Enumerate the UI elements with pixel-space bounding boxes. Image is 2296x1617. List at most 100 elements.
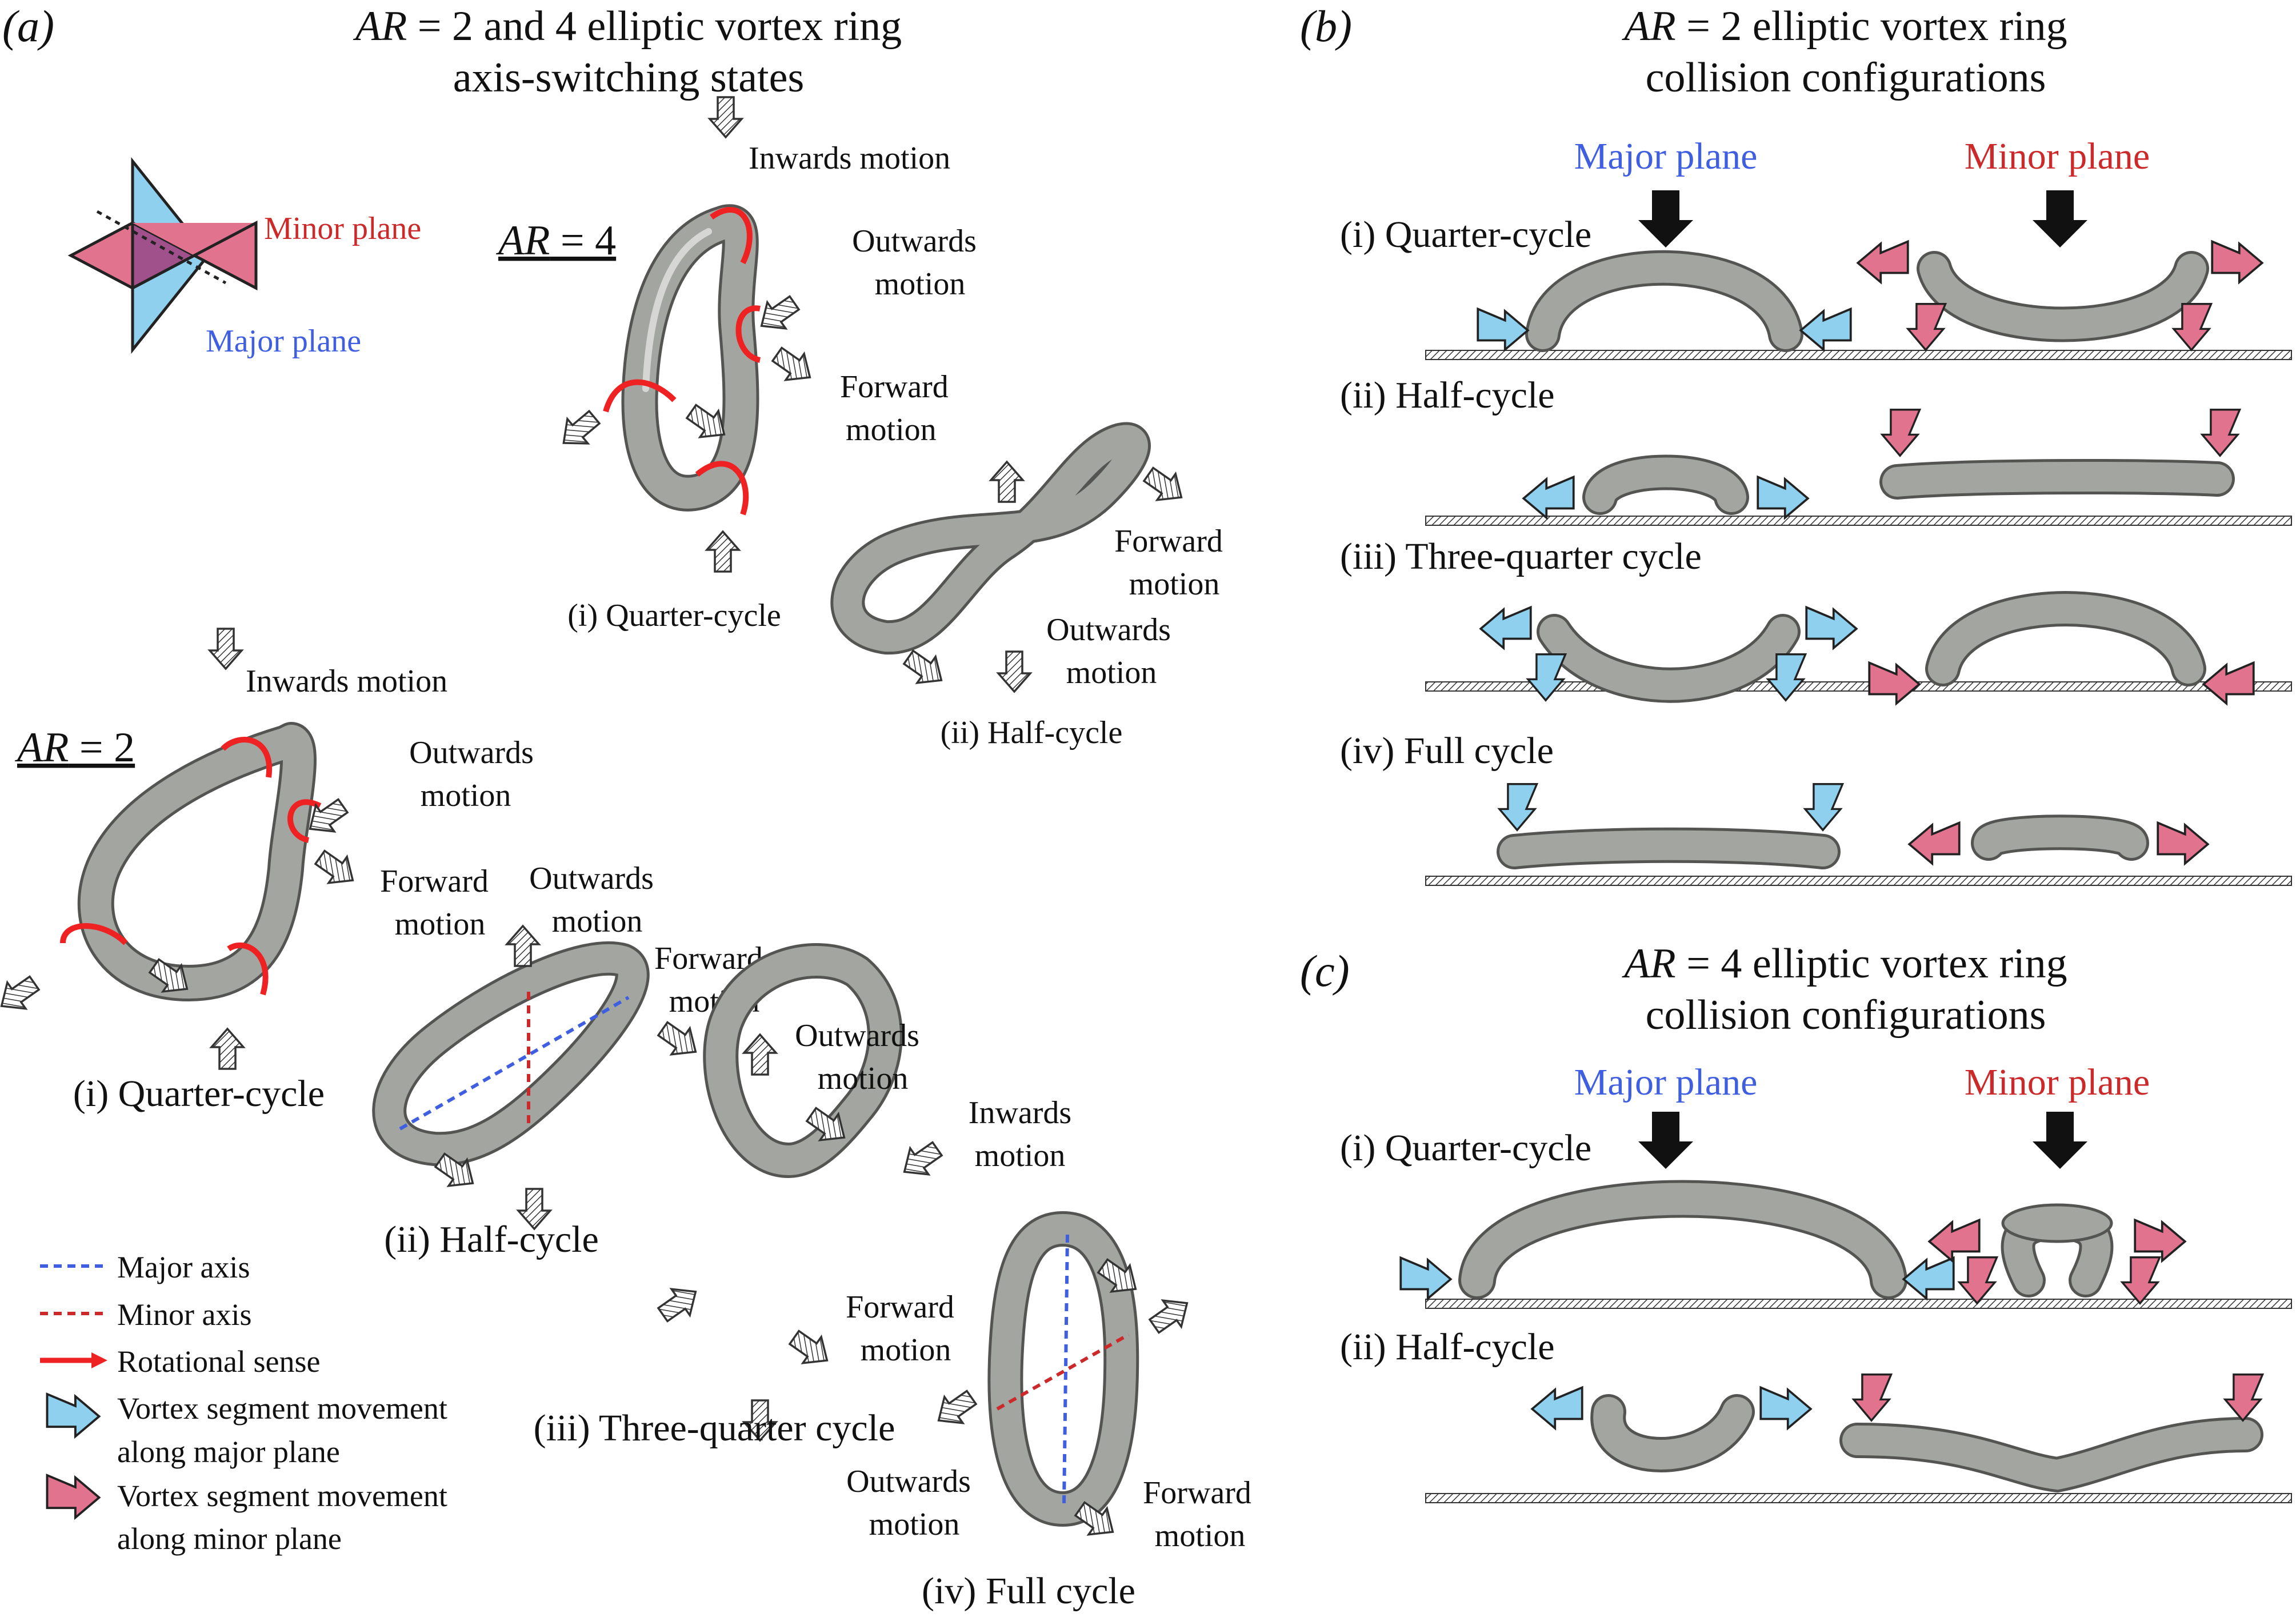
ar4-half-down-arrow-icon <box>997 650 1031 693</box>
ar2-full-ring <box>987 1211 1139 1527</box>
panel-c-half-minor-down-left-arrow-icon <box>1853 1374 1893 1422</box>
panel-c-title-line2: collision configurations <box>1646 992 2046 1039</box>
panel-b-quarter-minor-right-arrow-icon <box>2211 240 2263 284</box>
ar2-three-quarter-caption: (iii) Three-quarter cycle <box>534 1407 895 1449</box>
panel-b-quarter-major-tube <box>1525 250 1803 352</box>
panel-c-row-quarter: (i) Quarter-cycle <box>1340 1127 1591 1169</box>
panel-b-quarter-major-right-arrow-icon <box>1799 308 1852 351</box>
panel-b-quarter-minor-down-left-arrow-icon <box>1907 303 1947 351</box>
ar2-half-outwards-line2: motion <box>552 904 643 939</box>
ar2-full-upright-arrow-icon <box>1144 1289 1198 1340</box>
panel-c-half-major-left-arrow-icon <box>1531 1386 1583 1430</box>
panel-b-full-major-down-left-arrow-icon <box>1498 783 1538 831</box>
panel-b-quarter-major-left-arrow-icon <box>1477 308 1529 351</box>
panel-b-quarter-minor-tube <box>1917 251 2209 342</box>
legend-minor-move-arrow-icon <box>46 1474 101 1519</box>
ar2-three-quarter-outwards-line1: Outwards <box>795 1018 919 1053</box>
panel-a-title-line2: axis-switching states <box>453 54 805 101</box>
ar2-quarter-forward-line2: motion <box>395 907 486 942</box>
legend-rotational: Rotational sense <box>117 1344 320 1379</box>
panel-b-three-quarter-major-left-arrow-icon <box>1479 606 1532 649</box>
panel-b-full-major-down-right-arrow-icon <box>1804 783 1844 831</box>
ar2-full-major-axis <box>1062 1234 1069 1504</box>
ar2-half-up-arrow-icon <box>506 925 540 967</box>
panel-b-full-major-tube <box>1497 827 1841 869</box>
panel-c-half-minor-down-right-arrow-icon <box>2224 1374 2264 1422</box>
panel-b-three-quarter-major-down-left-arrow-icon <box>1527 653 1567 701</box>
panel-b-wall-4 <box>1425 876 2292 886</box>
legend-minor-move-line2: along minor plane <box>117 1522 342 1556</box>
ar4-quarter-forward-line2: motion <box>846 412 937 448</box>
panel-b-three-quarter-minor-tube <box>1925 591 2206 686</box>
ar4-quarter-bottom-arrow-icon <box>706 530 740 573</box>
ar2-three-quarter-outwards-line2: motion <box>818 1061 909 1096</box>
panel-b-half-major-right-arrow-icon <box>1757 476 1809 519</box>
ar2-quarter-rotation-arrows <box>60 737 322 996</box>
ar4-half-ring <box>830 422 1151 655</box>
ar4-quarter-forward-line1: Forward <box>840 369 949 405</box>
panel-c-letter: (c) <box>1300 946 1350 996</box>
ar2-three-quarter-inwards-line1: Inwards <box>969 1095 1071 1131</box>
panel-b-title-line2: collision configurations <box>1646 54 2046 101</box>
ar2-full-caption: (iv) Full cycle <box>922 1570 1135 1612</box>
ar4-quarter-outwards-arrow-icon <box>751 289 805 340</box>
panel-b-three-quarter-major-right-arrow-icon <box>1805 606 1858 649</box>
panel-c-half-major-tube <box>1590 1394 1755 1472</box>
ar2-three-quarter-inwards-line2: motion <box>975 1138 1066 1173</box>
ar4-half-forward-line2: motion <box>1129 566 1220 602</box>
ar2-three-quarter-inwards-arrow-icon <box>894 1135 947 1186</box>
panel-c-half-major-right-arrow-icon <box>1759 1386 1812 1430</box>
panel-c-major-plane: Major plane <box>1574 1061 1758 1103</box>
ar4-quarter-rotation-arrows <box>603 207 761 516</box>
ar2-three-quarter-ring <box>703 943 903 1178</box>
ar2-quarter-outwards-line1: Outwards <box>409 735 534 770</box>
ar2-quarter-forward-arrow-icon <box>310 843 363 895</box>
ar4-quarter-inwards-label: Inwards motion <box>749 141 950 176</box>
ar2-quarter-inwards-label: Inwards motion <box>246 664 447 699</box>
panel-b-major-impact-arrow-icon <box>1638 190 1693 247</box>
panel-b-row-full: (iv) Full cycle <box>1340 730 1554 772</box>
ar4-half-caption: (ii) Half-cycle <box>941 715 1123 750</box>
ar2-half-caption: (ii) Half-cycle <box>384 1219 599 1260</box>
ar2-label: AR = 2 <box>14 724 135 771</box>
plane-orientation-icon <box>67 157 258 354</box>
panel-b-three-quarter-minor-right-arrow-icon <box>2202 661 2255 705</box>
ar2-quarter-inwards-arrow-icon <box>209 628 243 670</box>
ar4-quarter-caption: (i) Quarter-cycle <box>567 598 781 633</box>
legend: Major axis Minor axis Rotational sense V… <box>40 1250 447 1556</box>
panel-b-row-three-quarter: (iii) Three-quarter cycle <box>1340 536 1702 577</box>
panel-c-minor-plane: Minor plane <box>1965 1061 2150 1103</box>
panel-c-major-impact-arrow-icon <box>1638 1112 1693 1169</box>
ar4-label: AR = 4 <box>495 217 616 264</box>
panel-c-quarter-minor-down-left-arrow-icon <box>1958 1256 1998 1304</box>
panel-b-three-quarter-minor-left-arrow-icon <box>1868 661 1921 705</box>
ar2-three-quarter-left-arrow-icon <box>653 1277 706 1329</box>
panel-c-half-minor-tube <box>1839 1417 2263 1493</box>
panel-b-minor-plane: Minor plane <box>1965 135 2150 177</box>
panel-c-quarter-major-left-arrow-icon <box>1399 1256 1452 1300</box>
panel-b-wall-2 <box>1425 516 2292 526</box>
ar4-half-outwards-line1: Outwards <box>1046 612 1171 648</box>
ar2-full-outwards-line1: Outwards <box>846 1464 971 1499</box>
ar2-three-quarter-forward-arrow-icon <box>784 1323 838 1375</box>
ar2-half-ring <box>372 941 650 1167</box>
ar4-half-right-arrow-icon <box>1138 460 1192 512</box>
ar4-quarter-outwards-line1: Outwards <box>852 223 977 259</box>
legend-rotation-swatch <box>40 1352 107 1368</box>
plane-icon-major-label: Major plane <box>206 324 361 359</box>
legend-major-move-line2: along major plane <box>117 1435 340 1469</box>
legend-minor-axis: Minor axis <box>117 1297 252 1332</box>
panel-c-minor-impact-arrow-icon <box>2033 1112 2087 1169</box>
panel-b-row-quarter: (i) Quarter-cycle <box>1340 214 1591 255</box>
ar2-half-major-axis <box>399 996 630 1131</box>
ar2-half-outwards-line1: Outwards <box>529 861 654 896</box>
panel-a-title-line1: AR = 2 and 4 elliptic vortex ring <box>353 3 902 50</box>
panel-b-half-minor-down-right-arrow-icon <box>2201 409 2241 457</box>
ar4-quarter-forward-arrow-icon <box>767 340 821 392</box>
ar2-full-forward-line2: motion <box>1155 1518 1246 1554</box>
panel-b-minor-impact-arrow-icon <box>2033 190 2087 247</box>
ar2-full-outwards-line2: motion <box>869 1507 960 1542</box>
ar4-half-outwards-line2: motion <box>1066 655 1157 690</box>
